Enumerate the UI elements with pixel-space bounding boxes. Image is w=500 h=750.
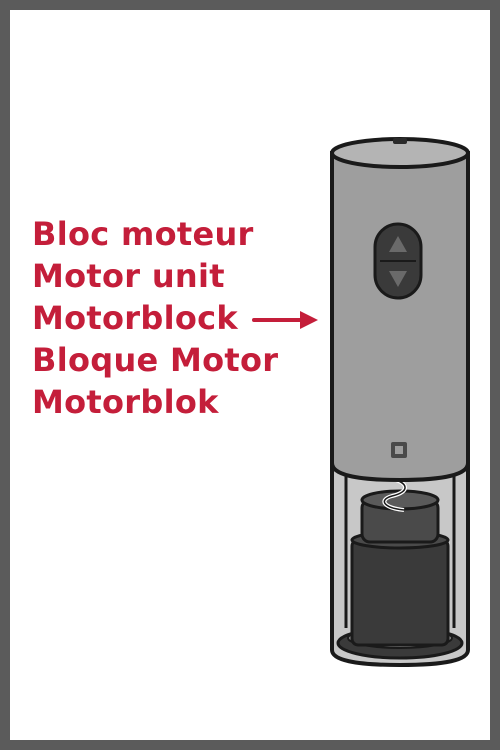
- motor-unit: [330, 137, 470, 483]
- label-dutch: Motorblok: [32, 383, 219, 421]
- arrow-down-icon: [389, 271, 407, 287]
- brand-lion-icon: [391, 442, 407, 458]
- arrow-up-icon: [389, 236, 407, 252]
- label-spanish: Bloque Motor: [32, 341, 279, 379]
- label-german: Motorblock: [32, 299, 238, 337]
- cork-cylinder: [350, 476, 450, 647]
- label-group: Bloc moteur Motor unit Motorblock Bloque…: [32, 213, 278, 423]
- pointer-arrow: [252, 311, 318, 329]
- label-french: Bloc moteur: [32, 215, 254, 253]
- control-button: [373, 222, 423, 300]
- label-english: Motor unit: [32, 257, 225, 295]
